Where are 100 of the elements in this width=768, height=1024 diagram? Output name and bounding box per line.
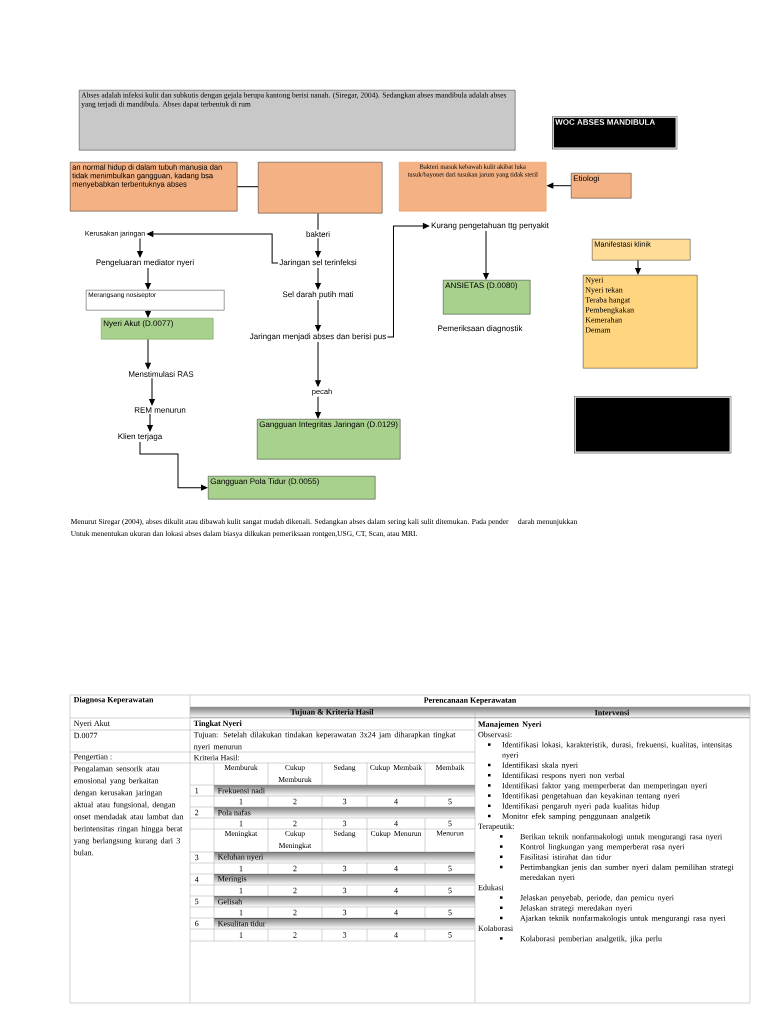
list-item: Identifikasi lokasi, karakteristik, durasi, frekuensi, kualitas, intensitas nyeri [488, 741, 732, 760]
table-cell: 3 [342, 865, 347, 872]
arrow [149, 377, 155, 406]
table-cell: Pengalaman sensorik atau emosional yang berkaitan dengan kerusakan jaringan aktual atau fungsional, dengan onset mendadak atau lambat dan berintensitas ringan hingga berat yang berlangsung kurang dari 3 bulan. [73, 765, 184, 856]
table-cell: 5 [448, 820, 452, 827]
list-item: Jelaskan penyebab, periode, dan pemicu nyeri [500, 894, 674, 903]
table-header: Diagnosa Keperawatan [73, 696, 154, 705]
section-heading: Terapeutik: [478, 823, 514, 831]
arrow [315, 267, 321, 290]
flow-text: Klien terjaga [118, 433, 163, 441]
table-cell: 1 [239, 820, 243, 827]
list-item: Identifikasi faktor yang memperberat dan memperingan nyeri [488, 782, 708, 790]
table-cell: 5 [448, 909, 452, 916]
table-cell: Nyeri Akut [73, 720, 110, 728]
label-panel [574, 396, 732, 454]
table-cell: 3 [342, 909, 347, 916]
table-cell: D.0077 [73, 732, 98, 739]
flow-text: REM menurun [134, 407, 186, 413]
arrow [139, 441, 208, 491]
arrow [147, 231, 279, 264]
table-cell: 1 [239, 887, 243, 894]
table-cell: 4 [194, 876, 199, 883]
diagnosis-box: Nyeri Akut (D.0077) [101, 318, 214, 340]
table-cell: 5 [448, 798, 452, 805]
table-cell: 1 [239, 909, 243, 916]
list-item: Pertimbangkan jenis dan sumber nyeri dalam pemilihan strategi meredakan nyeri [500, 864, 734, 882]
table-cell: Meringis [217, 876, 247, 883]
flow-text: Menstimulasi RAS [129, 371, 194, 377]
list-item: Kolaborasi pemberian analgetik, jika perlu [500, 935, 662, 943]
section-heading: Observasi: [478, 731, 512, 738]
table-cell: 4 [394, 798, 398, 805]
table-cell: 2 [195, 809, 199, 816]
list-box: Nyeri Nyeri tekan Teraba hangat Pembengkakan Kemerahan Demam [583, 275, 698, 369]
arrow [386, 223, 430, 338]
section-heading: Edukasi [478, 884, 504, 891]
list-item: Identifikasi pengetahuan dan keyakinan tentang nyeri [488, 792, 680, 801]
table-cell: 3 [342, 820, 347, 827]
arrow [145, 267, 151, 290]
table-cell: 4 [394, 887, 398, 894]
table-header: Intervensi [594, 709, 630, 716]
flow-text: bakteri [306, 231, 330, 237]
table-cell: 2 [293, 865, 297, 872]
flow-text: Jaringan menjadi abses dan berisi pus [249, 333, 386, 341]
list-item: Berikan teknik nonfarmakologi untuk mengurangi rasa nyeri [500, 833, 723, 841]
table-cell: 2 [293, 798, 297, 805]
table-cell: 5 [448, 865, 452, 872]
table-cell: 1 [195, 787, 199, 794]
list-item: Monitor efek samping penggunaan analgetik [488, 813, 651, 821]
table-cell: 4 [394, 932, 398, 938]
list-item: Kontrol lingkungan yang memperberat rasa nyeri [500, 843, 685, 852]
arrow [483, 230, 489, 280]
flow-text: Kurang pengetahuan ttg penyakit [431, 222, 549, 230]
list-item: Identifikasi skala nyeri [488, 762, 578, 770]
table-cell: Tingkat Nyeri [193, 720, 242, 728]
arrow [145, 338, 151, 370]
table-cell: Kesulitan tidur [217, 920, 266, 927]
diagnosis-box: Gangguan Integritas Jaringan (D.0129) [257, 419, 401, 460]
process-box: Etiologi [571, 173, 632, 199]
table-cell: Kriteria Hasil: [193, 754, 240, 761]
flow-text: Pengeluaran mediator nyeri [96, 259, 194, 267]
table-cell: Frekuensi nadi [217, 787, 265, 794]
table-cell: 4 [394, 820, 398, 827]
flow-text: Jaringan sel terinfeksi [279, 259, 357, 267]
section-heading: Kolaborasi [478, 925, 513, 932]
table-cell: 2 [293, 932, 297, 938]
flow-text: Pemeriksaan diagnostik [438, 325, 523, 333]
table-cell: 3 [342, 932, 347, 938]
table-cell: 2 [293, 820, 297, 827]
list-item: Jelaskan strategi meredakan nyeri [500, 905, 633, 913]
process-box [258, 162, 383, 214]
arrow [147, 413, 153, 432]
table-header: Perencanaan Keperawatan [423, 697, 517, 705]
title-box: WOC ABSES MANDIBULA [552, 116, 678, 150]
table-cell: 1 [239, 798, 243, 805]
table-cell: 2 [293, 909, 297, 916]
arrow [137, 237, 143, 258]
arrow [315, 237, 321, 258]
table-cell: 1 [239, 932, 243, 938]
table-header: Tujuan & Kriteria Hasil [290, 708, 374, 717]
table-cell: 4 [394, 909, 398, 916]
table-cell: 5 [195, 898, 199, 905]
table-cell: 4 [394, 865, 398, 872]
table-cell: 5 [448, 932, 452, 938]
table-cell: 3 [195, 854, 199, 861]
list-item: Ajarkan teknik nonfarmakologis untuk mengurangi rasa nyeri [500, 915, 726, 923]
table-cell: 5 [448, 887, 452, 894]
table-cell: 1 [239, 865, 243, 872]
arrow [315, 341, 321, 387]
list-item: Fasilitasi istirahat dan tidur [500, 854, 612, 860]
table-cell: 6 [195, 920, 199, 927]
arrow [315, 396, 321, 419]
table-cell: Pola nafas [217, 809, 251, 816]
list-item: Identifikasi pengaruh nyeri pada kualitas hidup [488, 802, 660, 811]
table-cell: Gelisah [218, 898, 243, 905]
list-item: Identifikasi respons nyeri non verbal [488, 772, 625, 780]
diagnosis-box: ANSIETAS (D.0080) [443, 280, 531, 315]
diagnosis-box: Gangguan Pola Tidur (D.0055) [208, 476, 376, 500]
table-cell: Keluhan nyeri [217, 853, 264, 862]
arrow [635, 259, 641, 275]
arrow [145, 309, 151, 318]
